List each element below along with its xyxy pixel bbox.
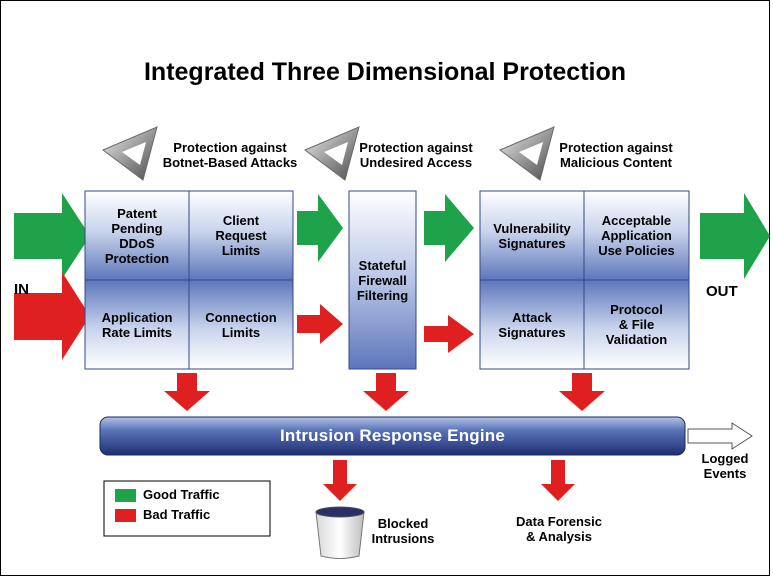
down-arrow	[559, 373, 605, 411]
cell-attack-signatures: Attack Signatures	[498, 309, 566, 340]
header-line: Undesired Access	[359, 155, 473, 170]
legend-swatch-good	[115, 489, 136, 502]
cell-application-rate-limits: Application Rate Limits	[101, 309, 173, 340]
blocked-intrusions-label: Blocked Intrusions	[371, 516, 435, 546]
logged-events-arrow	[687, 422, 753, 450]
header-line: Protection against	[359, 140, 473, 155]
header-malicious-content: Protection against Malicious Content	[546, 140, 686, 170]
down-arrow	[164, 373, 210, 411]
header-botnet: Protection against Botnet-Based Attacks	[155, 140, 305, 170]
ddos-protection-block	[84, 190, 294, 370]
in-label: IN	[14, 281, 29, 298]
good-traffic-arrow	[424, 194, 474, 262]
cell-connection-limits: Connection Limits	[205, 309, 277, 340]
diagram-title: Integrated Three Dimensional Protection	[143, 58, 627, 86]
bad-traffic-arrow	[424, 315, 474, 353]
logged-events-label: Logged Events	[701, 451, 749, 481]
legend-good-label: Good Traffic	[143, 487, 220, 502]
good-traffic-in-arrow	[14, 193, 90, 279]
cell-ddos-protection: Patent Pending DDoS Protection	[104, 205, 170, 266]
legend-swatch-bad	[115, 509, 136, 522]
triangle-icon	[304, 126, 360, 181]
good-traffic-out-arrow	[700, 193, 770, 279]
cell-protocol-file-validation: Protocol & File Validation	[605, 302, 668, 347]
firewall-block	[348, 190, 417, 370]
data-forensic-label: Data Forensic & Analysis	[516, 514, 602, 544]
cell-client-request-limits: Client Request Limits	[215, 213, 267, 258]
down-arrow	[541, 460, 575, 501]
intrusion-response-engine-bar	[99, 416, 686, 456]
header-undesired-access: Protection against Undesired Access	[346, 140, 486, 170]
cell-acceptable-use-policies: Acceptable Application Use Policies	[598, 213, 675, 258]
good-traffic-arrow	[297, 194, 343, 262]
legend-bad-label: Bad Traffic	[143, 507, 211, 522]
triangle-icon	[499, 126, 555, 181]
down-arrow	[363, 373, 409, 411]
header-line: Botnet-Based Attacks	[162, 155, 298, 170]
content-protection-block	[479, 190, 690, 370]
cell-vulnerability-signatures: Vulnerability Signatures	[493, 220, 571, 251]
header-line: Protection against	[559, 140, 673, 155]
engine-label: Intrusion Response Engine	[279, 426, 506, 445]
header-line: Malicious Content	[560, 155, 672, 170]
firewall-label: Stateful Firewall Filtering	[356, 257, 409, 303]
header-line: Protection against	[173, 140, 287, 155]
out-label: OUT	[706, 283, 738, 300]
bad-traffic-in-arrow	[14, 272, 90, 360]
triangle-icon	[102, 126, 158, 181]
bad-traffic-arrow	[297, 304, 343, 344]
down-arrow	[323, 460, 357, 501]
trash-can-icon	[315, 506, 365, 559]
